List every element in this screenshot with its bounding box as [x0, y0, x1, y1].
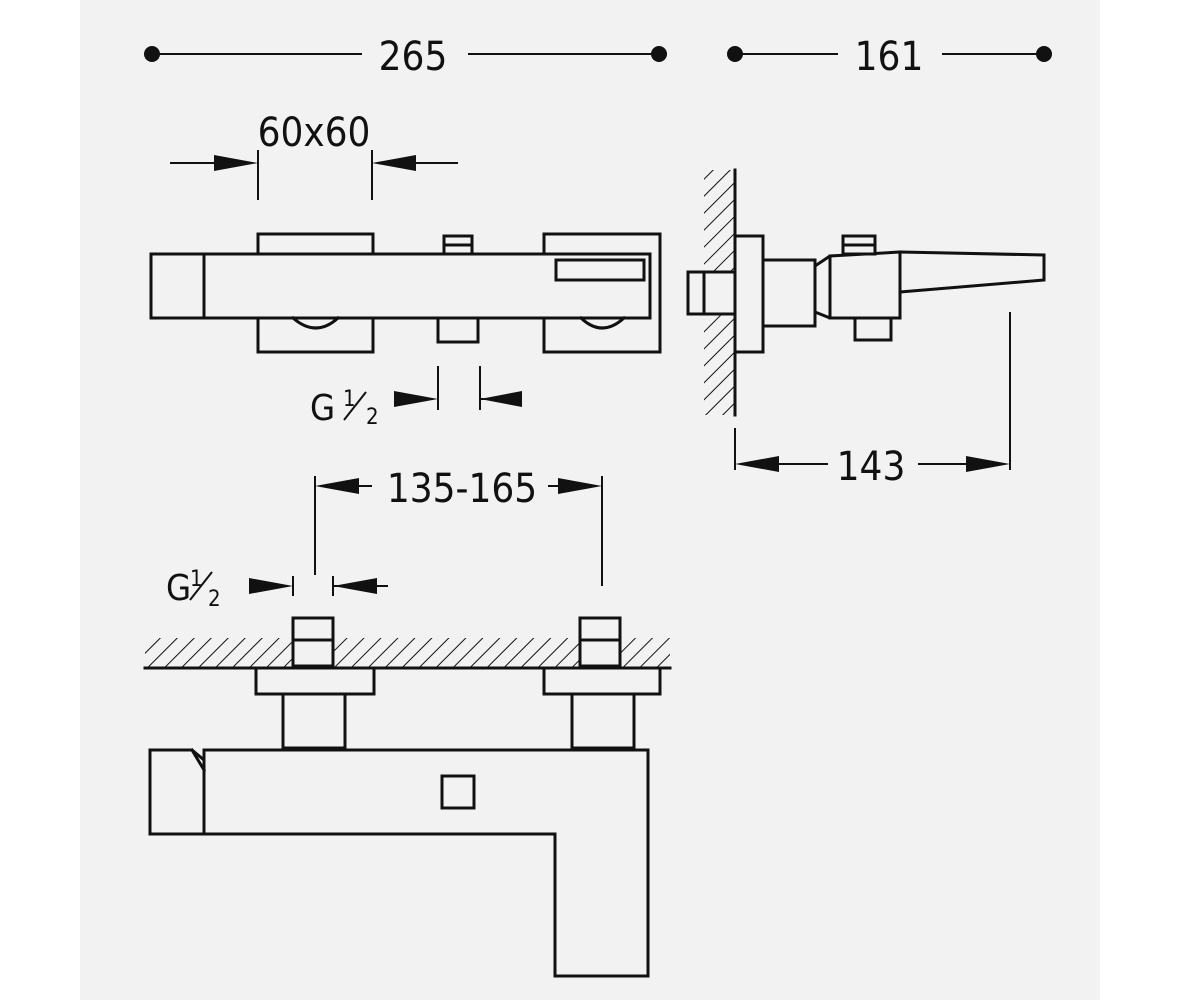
thread-dimension-bottom: G 1 2: [166, 567, 388, 612]
arrow-left: [480, 391, 522, 407]
arrow-right: [249, 578, 293, 594]
right-eccentric: [570, 692, 636, 750]
arrow-right: [394, 391, 438, 407]
dimension-depth: 161: [727, 34, 1052, 80]
dimension-handle-size: 60x60: [170, 110, 458, 200]
arrow-left: [315, 478, 359, 494]
thread-denominator: 2: [366, 405, 379, 430]
arrow-right: [214, 155, 258, 171]
center-distance-label: 135-165: [387, 466, 537, 512]
side-body: [761, 258, 817, 328]
thread-denominator: 2: [208, 587, 221, 612]
thread-numerator: 1: [343, 387, 356, 412]
side-spout: [898, 250, 1046, 294]
wall-connector: [686, 270, 737, 316]
right-connector: [578, 616, 622, 668]
thread-dimension-top: G 1 2: [310, 366, 522, 430]
dimension-projection: 143: [734, 312, 1011, 490]
plan-body: [148, 748, 650, 978]
handle-size-label: 60x60: [258, 110, 371, 156]
arrow-right: [558, 478, 602, 494]
wall-flange: [733, 234, 765, 354]
spout-slot: [554, 258, 646, 282]
dimension-overall-width: 265: [144, 34, 667, 80]
arrow-left: [735, 456, 779, 472]
left-connector: [291, 616, 335, 668]
side-view: [686, 168, 1046, 417]
plan-view: [143, 616, 672, 978]
side-outlet: [853, 316, 893, 342]
handle-curve: [290, 315, 341, 330]
thread-letter: G: [166, 568, 191, 609]
depth-label: 161: [855, 34, 924, 80]
spout-tip-detail: [189, 747, 207, 773]
side-cone: [813, 250, 902, 320]
arrow-left: [372, 155, 416, 171]
handle-curve: [578, 315, 627, 330]
left-flange: [254, 666, 376, 696]
thread-letter: G: [310, 388, 335, 429]
outlet-connector: [436, 316, 480, 344]
arrow-right: [966, 456, 1010, 472]
projection-label: 143: [837, 444, 906, 490]
overall-width-label: 265: [379, 34, 448, 80]
thread-numerator: 1: [190, 567, 203, 592]
dimension-center-distance: 135-165: [314, 466, 603, 586]
right-flange: [542, 666, 662, 696]
diverter-square: [440, 774, 476, 810]
front-view: [149, 232, 662, 354]
arrow-left: [333, 578, 377, 594]
left-eccentric: [281, 692, 347, 750]
